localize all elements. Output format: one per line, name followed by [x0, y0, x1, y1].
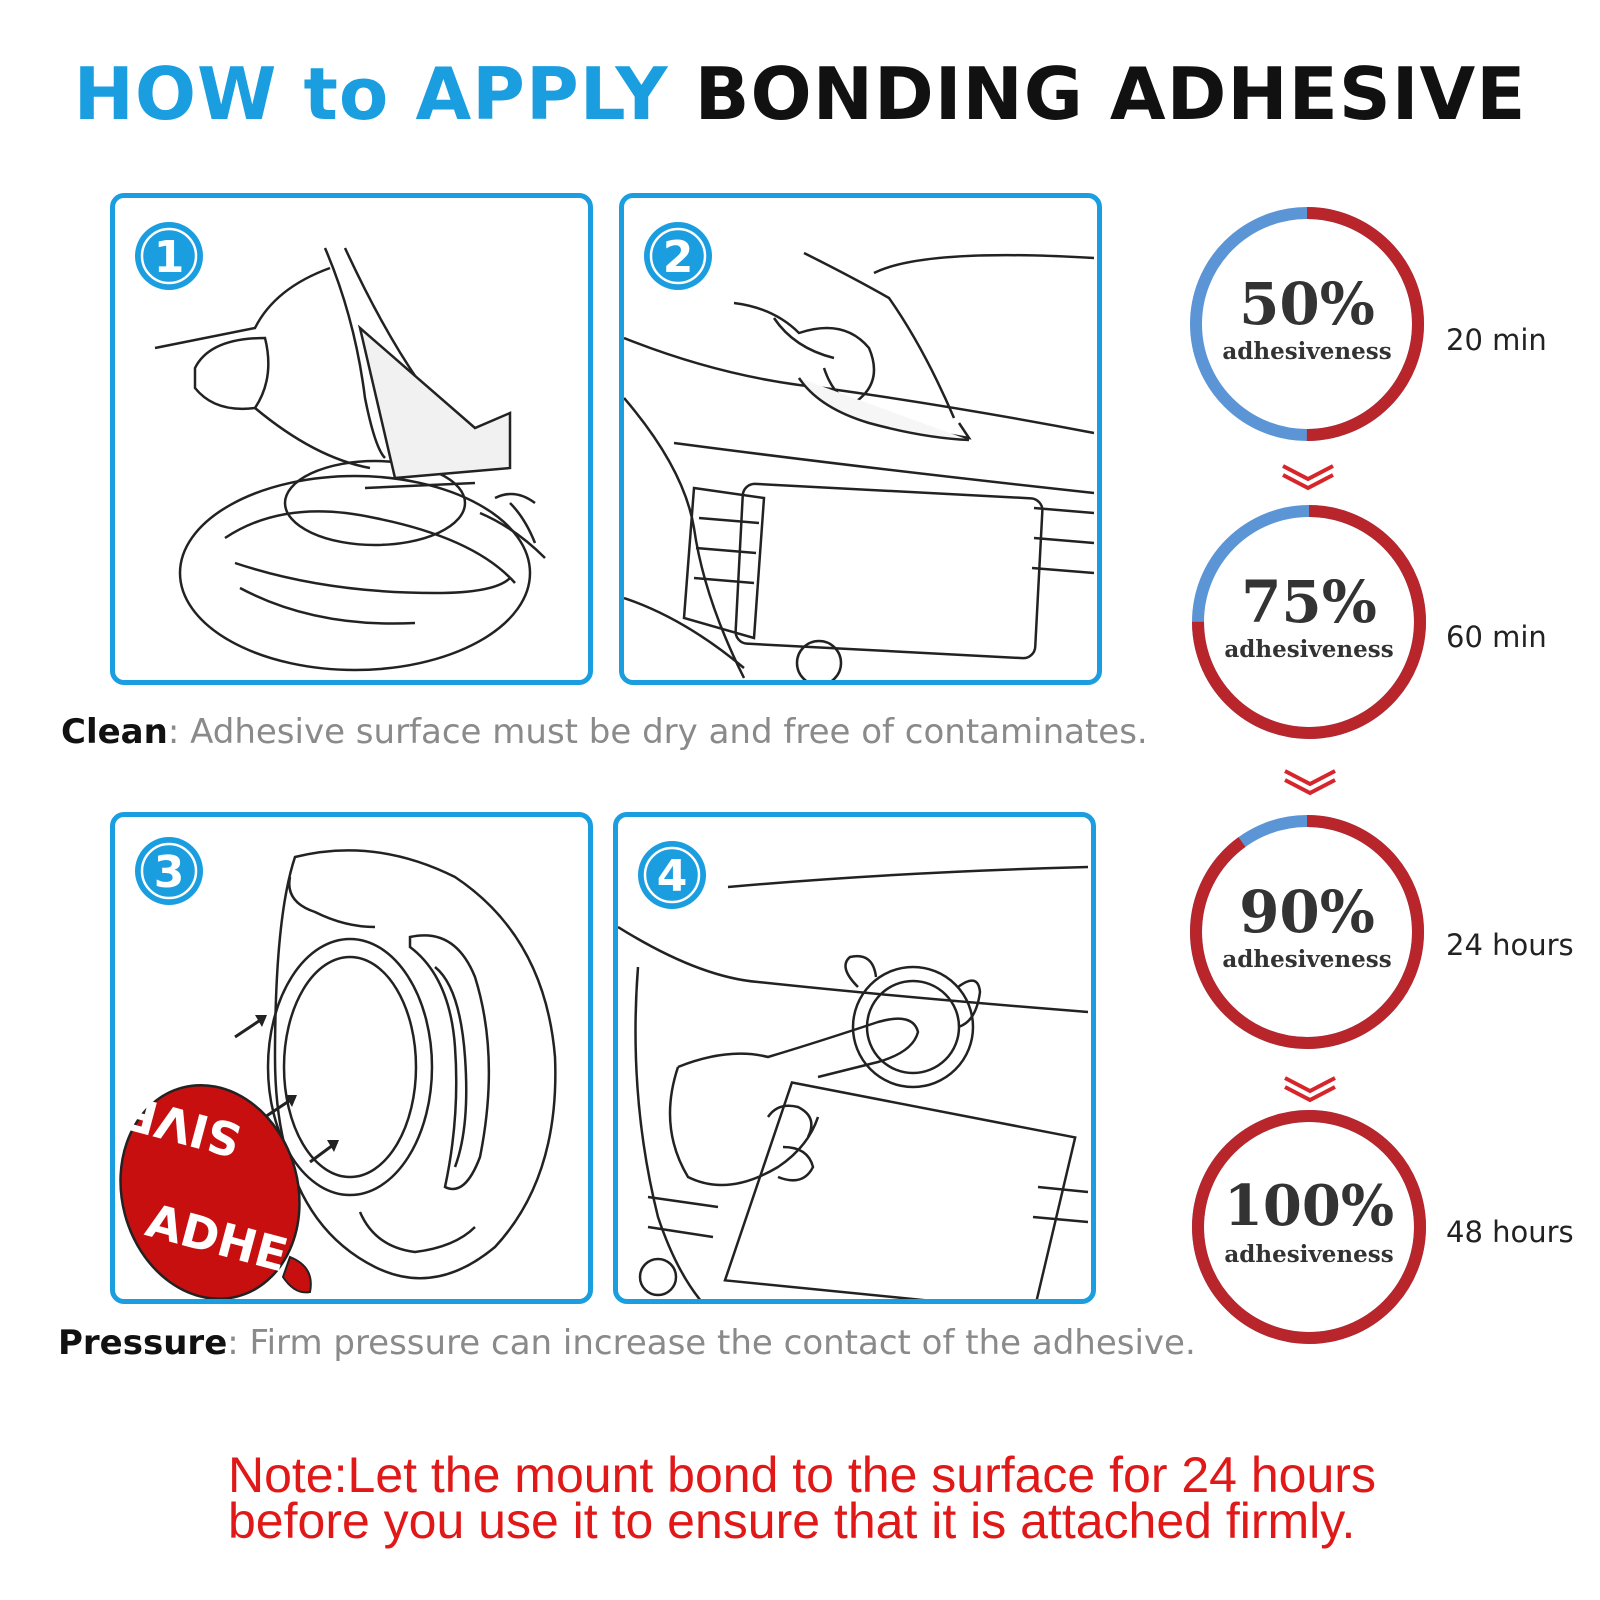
clean-caption: Clean: Adhesive surface must be dry and …: [61, 712, 1148, 752]
ring-1-label: adhesiveness: [1222, 338, 1392, 365]
step-3-badge: 3: [135, 837, 203, 905]
time-label-2: 60 min: [1446, 620, 1547, 654]
pressure-caption: Pressure: Firm pressure can increase the…: [58, 1323, 1196, 1363]
adhesion-stage-1: 50% adhesiveness: [1185, 202, 1429, 446]
ring-1-percent: 50%: [1239, 270, 1375, 338]
adhesion-stage-2: 75% adhesiveness: [1187, 500, 1431, 744]
ring-progress-arc: [1190, 207, 1424, 441]
ring-2-label: adhesiveness: [1224, 636, 1394, 663]
time-label-3: 24 hours: [1446, 928, 1574, 962]
step-1-panel: 1: [110, 193, 593, 685]
ring-2-percent: 75%: [1241, 568, 1377, 636]
pressure-text: : Firm pressure can increase the contact…: [227, 1323, 1196, 1363]
page-title: HOW to APPLY BONDING ADHESIVE: [0, 58, 1600, 130]
step-3-panel: SIVE ADHE 3: [110, 812, 593, 1304]
step-4-illustration: [618, 865, 1089, 1299]
step-2-illustration: [624, 251, 1095, 680]
step-2-panel: 2: [619, 193, 1102, 685]
clean-label: Clean: [61, 712, 168, 752]
note-line-2: before you use it to ensure that it is a…: [228, 1493, 1356, 1549]
title-blue-part: HOW to APPLY: [73, 52, 669, 136]
title-black-part: BONDING ADHESIVE: [694, 52, 1527, 136]
adhesion-stage-4: 100% adhesiveness: [1187, 1105, 1431, 1349]
clean-text: : Adhesive surface must be dry and free …: [167, 712, 1148, 752]
adhesion-stage-3: 90% adhesiveness: [1185, 810, 1429, 1054]
progress-ring-4: [1192, 1110, 1426, 1344]
pressure-label: Pressure: [58, 1323, 228, 1363]
step-3-number: 3: [154, 847, 185, 898]
ring-progress-arc: [1192, 1110, 1426, 1344]
ring-progress-arc: [1190, 815, 1424, 1049]
step-4-panel: 4: [613, 812, 1096, 1304]
bonding-note: Note:Let the mount bond to the surface f…: [228, 1447, 1376, 1549]
note-line-1: Note:Let the mount bond to the surface f…: [228, 1447, 1376, 1503]
time-label-1: 20 min: [1446, 323, 1547, 357]
progress-ring-3: [1190, 815, 1424, 1049]
time-label-4: 48 hours: [1446, 1215, 1574, 1249]
step-4-badge: 4: [638, 841, 706, 909]
chevron-down-icon: [1282, 464, 1334, 491]
ring-4-percent: 100%: [1223, 1173, 1395, 1239]
chevron-down-icon: [1284, 1076, 1336, 1103]
step-1-badge: 1: [135, 222, 203, 290]
step-2-badge: 2: [644, 222, 712, 290]
ring-progress-arc: [1192, 505, 1426, 739]
step-2-number: 2: [663, 232, 694, 283]
ring-3-label: adhesiveness: [1222, 946, 1392, 973]
step-3-illustration: SIVE ADHE: [119, 849, 557, 1299]
ring-3-percent: 90%: [1239, 878, 1375, 946]
progress-ring-1: [1190, 207, 1424, 441]
step-4-number: 4: [657, 851, 688, 902]
step-1-illustration: [154, 247, 546, 672]
chevron-down-icon: [1284, 769, 1336, 796]
progress-ring-2: [1192, 505, 1426, 739]
ring-4-label: adhesiveness: [1224, 1241, 1394, 1268]
step-1-number: 1: [154, 232, 185, 283]
